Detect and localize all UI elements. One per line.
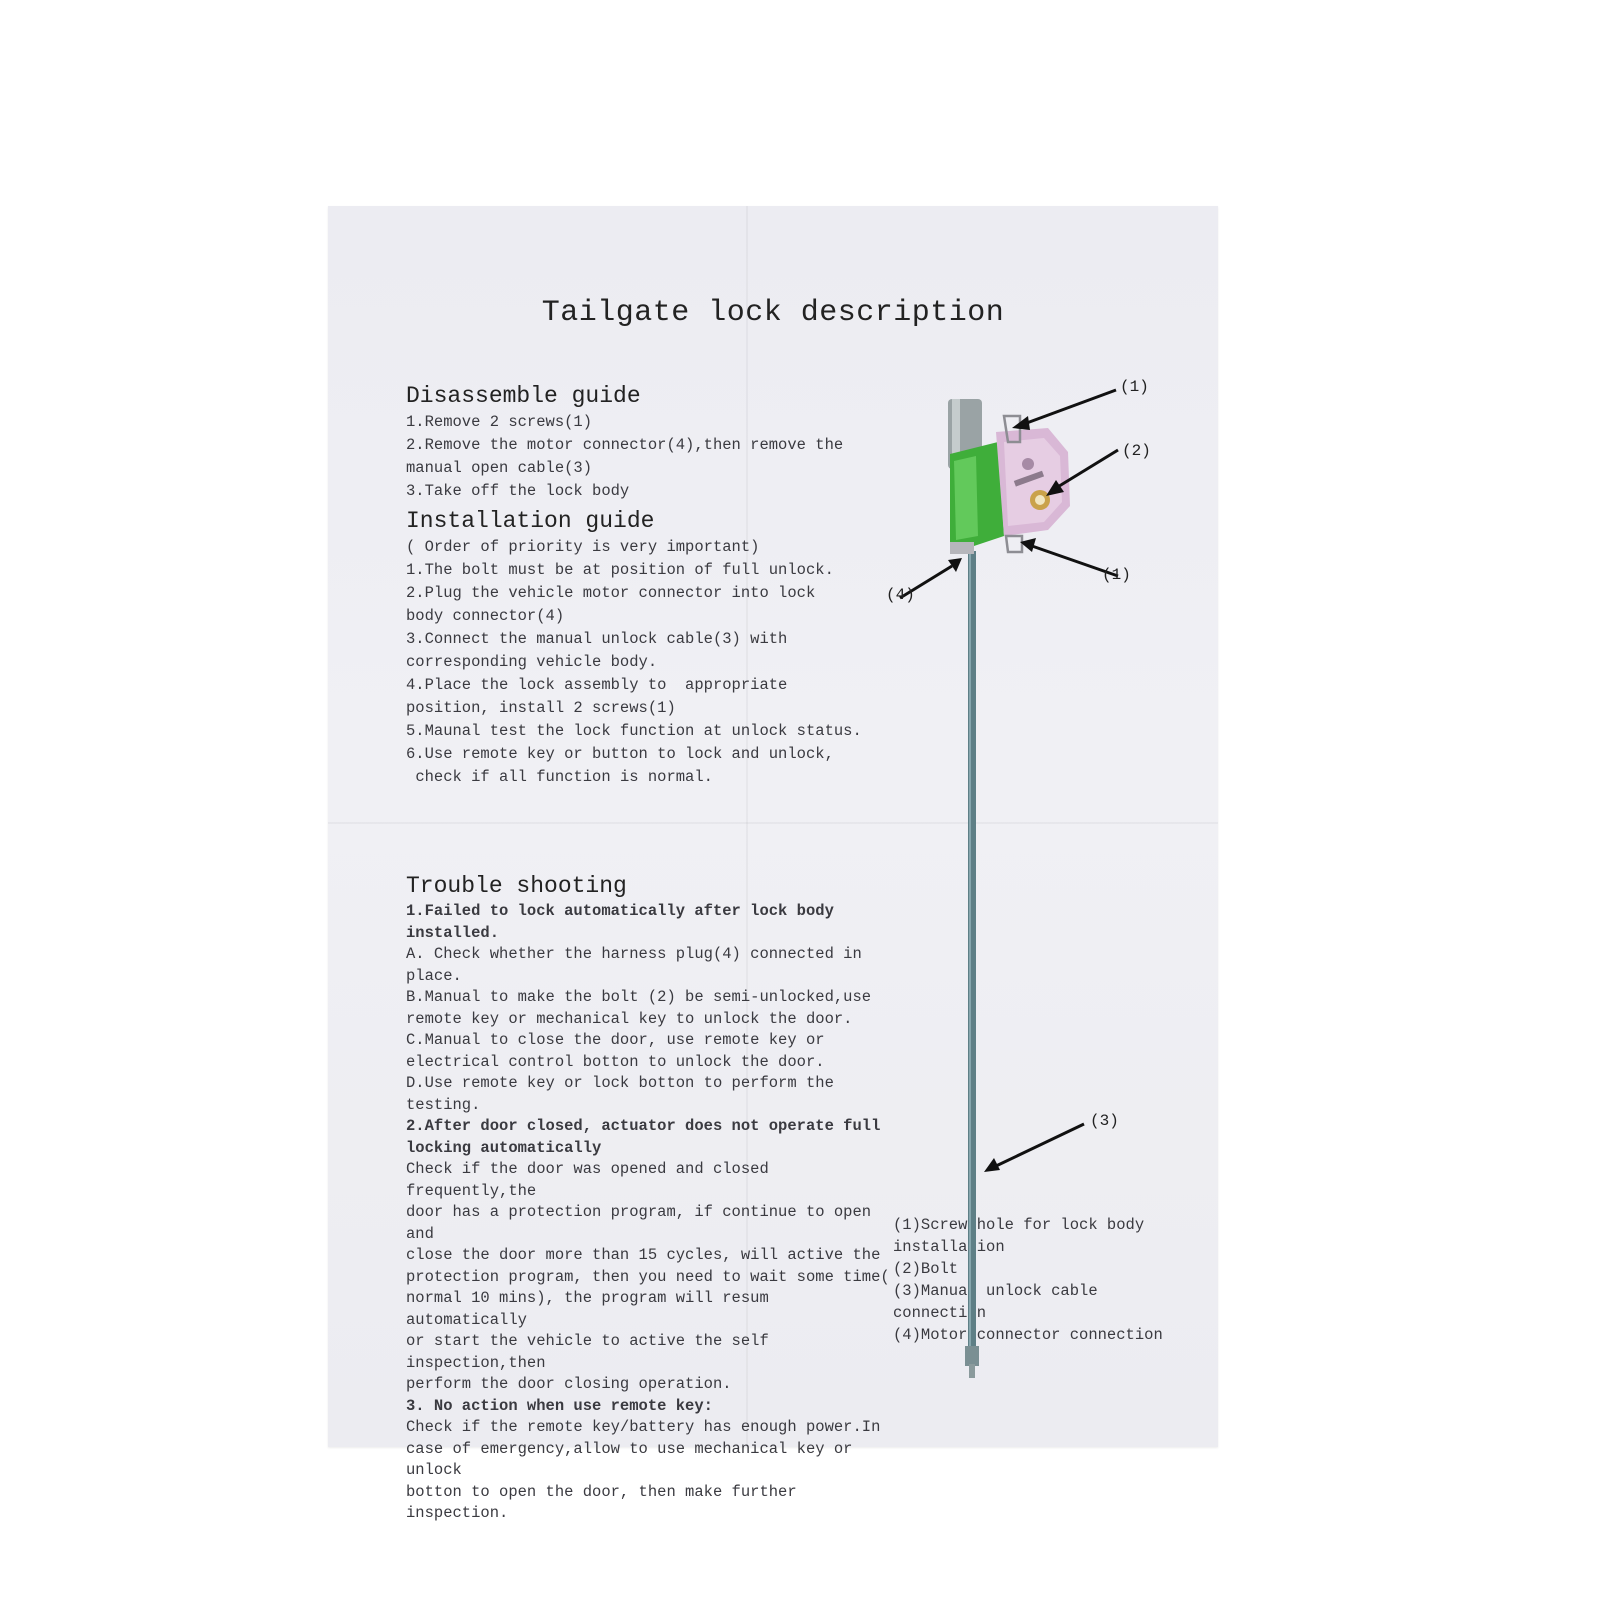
callout-2: (2) [1122,442,1151,460]
step-line: place. [406,966,462,985]
step-line: case of emergency,allow to use mechanica… [406,1439,862,1480]
step-line: 6.Use remote key or button to lock and u… [406,745,834,763]
installation-section: Installation guide ( Order of priority i… [406,506,886,789]
step-line: 1.Remove 2 screws(1) [406,413,593,431]
step-line: A. Check whether the harness plug(4) con… [406,945,862,963]
page-title: Tailgate lock description [541,296,1005,330]
step-line: door has a protection program, if contin… [406,1203,881,1243]
step-line: 3.Take off the lock body [406,482,630,500]
step-line: position, install 2 screws(1) [406,699,676,717]
step-line: 3.Connect the manual unlock cable(3) wit… [406,630,788,648]
step-line: 1.Failed to lock automatically after loc… [406,902,834,920]
step-line: Check if the door was opened and closed … [406,1160,779,1200]
step-line: B.Manual to make the bolt (2) be semi-un… [406,988,872,1006]
step-line: close the door more than 15 cycles, will… [406,1246,881,1264]
installation-steps: ( Order of priority is very important) 1.… [406,536,886,789]
step-line: D.Use remote key or lock botton to perfo… [406,1074,844,1114]
step-line: or start the vehicle to active the self … [406,1332,779,1372]
step-line: C.Manual to close the door, use remote k… [406,1031,825,1049]
step-line: 5.Maunal test the lock function at unloc… [406,722,862,740]
step-line: 2.Plug the vehicle motor connector into … [406,584,816,602]
step-line: 4.Place the lock assembly to appropriate [406,676,788,694]
legend-line: installation [893,1238,1005,1256]
step-line: corresponding vehicle body. [406,653,658,671]
legend-line: (3)Manual unlock cable [893,1282,1098,1300]
trouble-section: Trouble shooting 1.Failed to lock automa… [406,871,896,1525]
step-line: Check if the remote key/battery has enou… [406,1418,881,1436]
callout-3: (3) [1090,1112,1119,1130]
step-line: check if all function is normal. [406,768,713,786]
callout-1-top: (1) [1120,378,1149,396]
legend-line: connection [893,1304,987,1322]
legend-line: (2)Bolt [893,1260,959,1278]
step-line: locking automatically [406,1138,602,1157]
step-line: 2.After door closed, actuator does not o… [406,1117,881,1135]
disassemble-heading: Disassemble guide [406,383,641,409]
step-line: ( Order of priority is very important) [406,538,760,556]
step-line: remote key or mechanical key to unlock t… [406,1009,853,1028]
step-line: manual open cable(3) [406,459,593,477]
callout-4: (4) [886,586,915,604]
legend-line: (1)Screw hole for lock body [893,1216,1145,1234]
step-line: botton to open the door, then make furth… [406,1482,806,1523]
step-line: 1.The bolt must be at position of full u… [406,561,834,579]
step-line: electrical control botton to unlock the … [406,1052,825,1071]
step-line: 3. No action when use remote key: [406,1396,713,1415]
trouble-steps: 1.Failed to lock automatically after loc… [406,901,896,1525]
step-line: perform the door closing operation. [406,1375,732,1393]
step-line: installed. [406,923,500,942]
callout-1-bottom: (1) [1102,566,1131,584]
trouble-heading: Trouble shooting [406,873,627,899]
unlock-cable-rod [968,551,976,1361]
installation-heading: Installation guide [406,508,655,534]
disassemble-section: Disassemble guide 1.Remove 2 screws(1) 2.… [406,381,886,503]
step-line: normal 10 mins), the program will resum … [406,1289,779,1329]
diagram-legend: (1)Screw hole for lock body installation… [893,1214,1193,1346]
instruction-sheet: Tailgate lock description Disassemble gu… [328,206,1218,1522]
disassemble-steps: 1.Remove 2 screws(1) 2.Remove the motor c… [406,411,886,503]
step-line: body connector(4) [406,607,565,625]
step-line: protection program, then you need to wai… [406,1267,890,1286]
legend-line: (4)Motor connector connection [893,1326,1163,1344]
step-line: 2.Remove the motor connector(4),then rem… [406,436,844,454]
tailgate-lock-diagram [899,388,1119,1378]
